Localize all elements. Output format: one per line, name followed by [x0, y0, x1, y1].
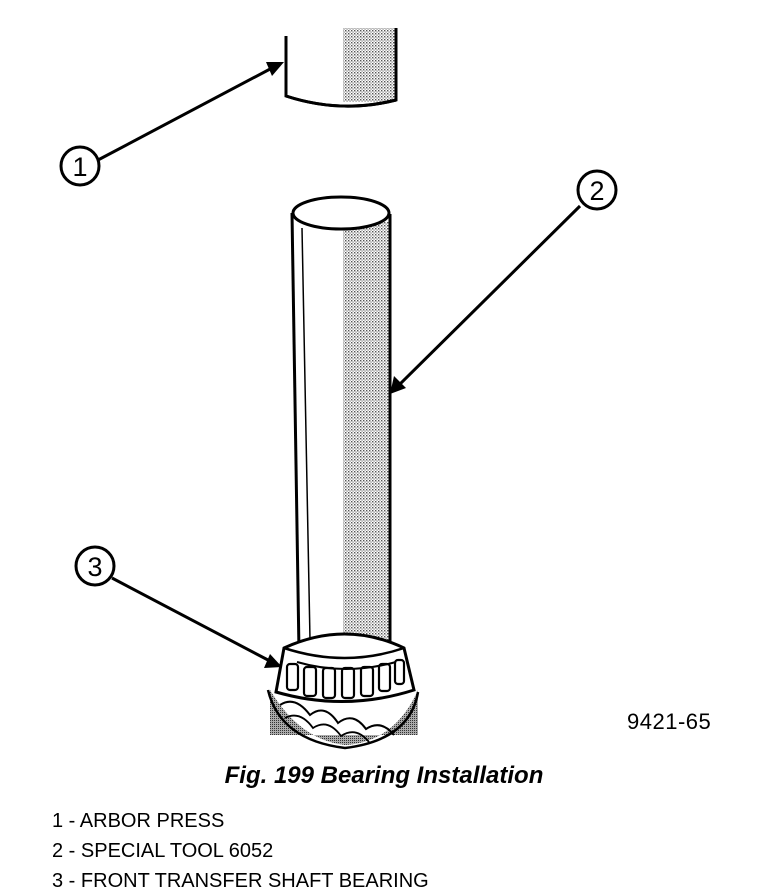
leader-arrow-1	[97, 62, 284, 162]
special-tool-6052	[290, 195, 392, 653]
legend-separator: -	[63, 840, 81, 862]
callout-3: 3	[74, 545, 116, 587]
callout-2: 2	[576, 169, 618, 211]
drawing-code: 9421-65	[627, 709, 712, 734]
legend-item: 1 - ARBOR PRESS	[52, 806, 429, 836]
legend-separator: -	[63, 870, 81, 892]
legend-label: SPECIAL TOOL 6052	[80, 840, 274, 862]
legend-number: 2	[52, 840, 64, 862]
legend-number: 1	[52, 810, 64, 832]
callout-3-label: 3	[87, 552, 102, 582]
arbor-press-ram	[284, 28, 398, 108]
callout-1-label: 1	[72, 152, 87, 182]
leader-arrow-3	[111, 576, 282, 668]
front-transfer-shaft-bearing	[266, 632, 420, 750]
legend-number: 3	[52, 870, 64, 892]
legend-list: 1 - ARBOR PRESS 2 - SPECIAL TOOL 6052 3 …	[52, 806, 429, 896]
callout-2-label: 2	[589, 176, 604, 206]
legend-separator: -	[63, 810, 80, 832]
leader-arrow-2	[390, 204, 582, 394]
legend-item: 3 - FRONT TRANSFER SHAFT BEARING	[52, 866, 429, 896]
bearing-installation-illustration: 1 2 3	[59, 28, 618, 750]
legend-item: 2 - SPECIAL TOOL 6052	[52, 836, 429, 866]
callout-1: 1	[59, 145, 101, 187]
legend-label: ARBOR PRESS	[79, 810, 225, 832]
figure-caption: Fig. 199 Bearing Installation	[224, 762, 544, 789]
legend-label: FRONT TRANSFER SHAFT BEARING	[80, 870, 429, 892]
